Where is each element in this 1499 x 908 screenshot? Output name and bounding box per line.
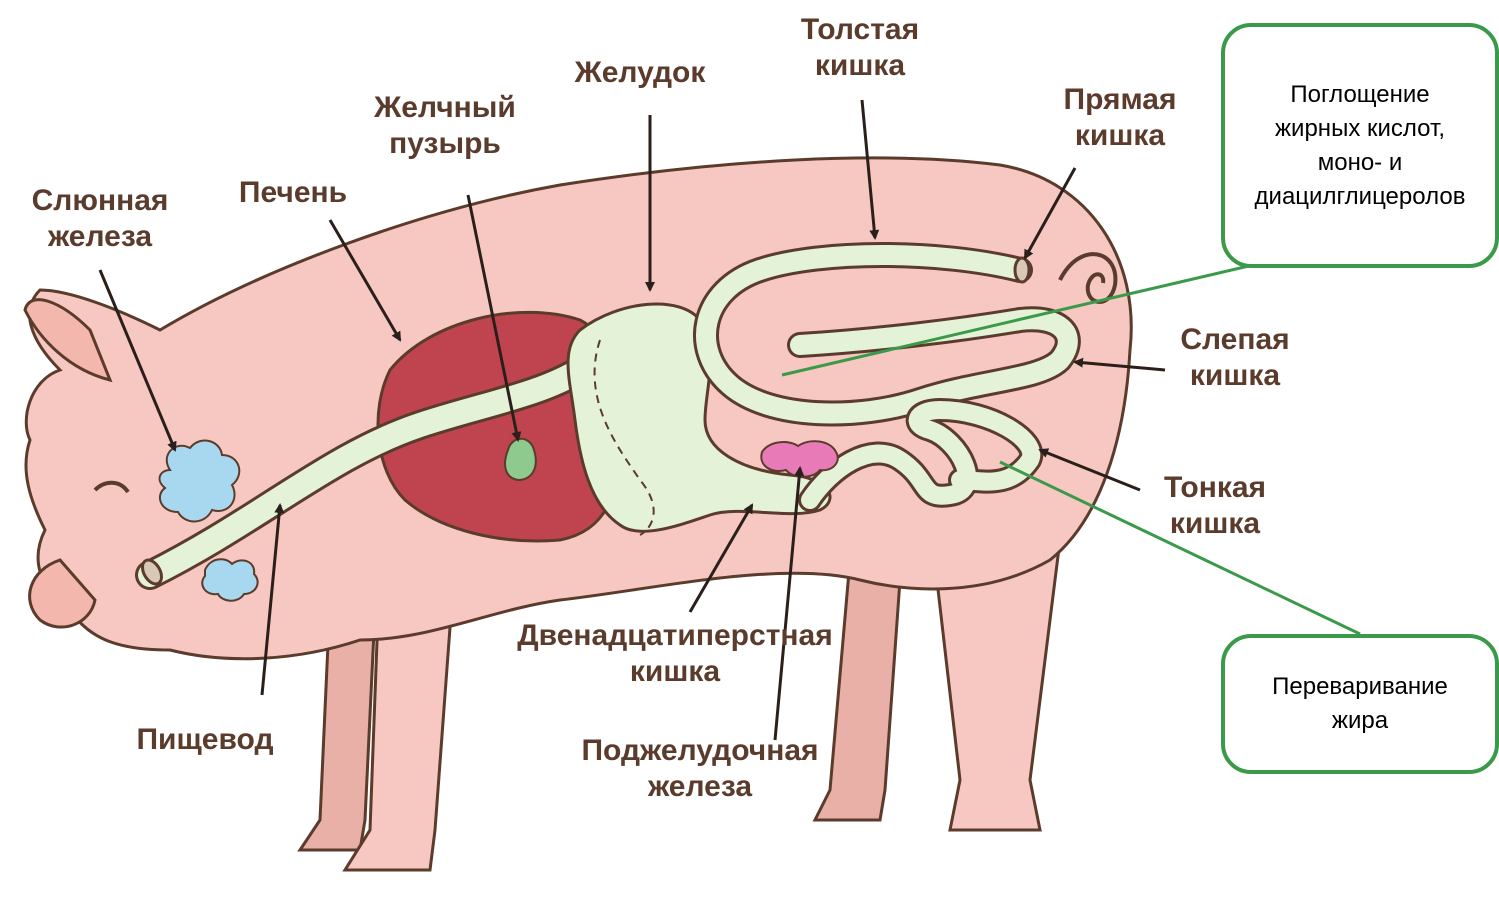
label-pancreas-line2: железа [555, 769, 845, 805]
rectum-opening [1015, 258, 1029, 282]
label-rectum-line2: кишка [1040, 118, 1200, 154]
label-large-intestine-line1: Толстая [780, 12, 940, 48]
label-gallbladder-line1: Желчный [355, 90, 535, 126]
label-esophagus-line1: Пищевод [115, 722, 295, 758]
callout-absorption: Поглощение жирных кислот, моно- и диацил… [1221, 23, 1499, 268]
label-rectum: Прямая кишка [1040, 82, 1200, 154]
label-salivary-gland: Слюнная железа [15, 183, 185, 255]
label-liver-line1: Печень [218, 175, 368, 211]
label-large-intestine-line2: кишка [780, 48, 940, 84]
label-small-intestine-line2: кишка [1140, 506, 1290, 542]
label-cecum-line1: Слепая [1160, 322, 1310, 358]
label-small-intestine-line1: Тонкая [1140, 470, 1290, 506]
callout-digestion: Переваривание жира [1221, 634, 1499, 774]
label-duodenum-line1: Двенадцатиперстная [500, 618, 850, 654]
label-cecum: Слепая кишка [1160, 322, 1310, 394]
callout-absorption-line3: моно- и [1255, 146, 1466, 180]
label-stomach: Желудок [555, 55, 725, 91]
label-pancreas-line1: Поджелудочная [555, 733, 845, 769]
label-rectum-line1: Прямая [1040, 82, 1200, 118]
callout-digestion-line1: Переваривание [1272, 670, 1448, 704]
label-stomach-line1: Желудок [555, 55, 725, 91]
callout-absorption-line4: диацилглицеролов [1255, 180, 1466, 214]
callout-digestion-line2: жира [1272, 704, 1448, 738]
label-salivary-gland-line1: Слюнная [15, 183, 185, 219]
label-small-intestine: Тонкая кишка [1140, 470, 1290, 542]
label-duodenum-line2: кишка [500, 654, 850, 690]
label-gallbladder: Желчный пузырь [355, 90, 535, 162]
gallbladder [505, 439, 536, 480]
label-esophagus: Пищевод [115, 722, 295, 758]
callout-absorption-line1: Поглощение [1255, 78, 1466, 112]
callout-absorption-text: Поглощение жирных кислот, моно- и диацил… [1255, 78, 1466, 214]
callout-absorption-line2: жирных кислот, [1255, 112, 1466, 146]
label-pancreas: Поджелудочная железа [555, 733, 845, 805]
label-liver: Печень [218, 175, 368, 211]
label-salivary-gland-line2: железа [15, 219, 185, 255]
callout-digestion-text: Переваривание жира [1272, 670, 1448, 738]
label-gallbladder-line2: пузырь [355, 126, 535, 162]
label-cecum-line2: кишка [1160, 358, 1310, 394]
label-large-intestine: Толстая кишка [780, 12, 940, 84]
label-duodenum: Двенадцатиперстная кишка [500, 618, 850, 690]
